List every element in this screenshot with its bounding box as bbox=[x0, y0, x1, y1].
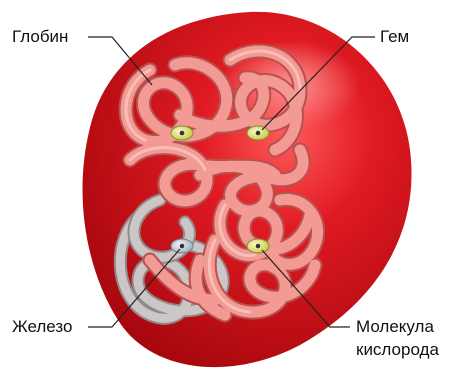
iron-heme-group bbox=[171, 239, 193, 253]
label-oxygen-line1: Молекула bbox=[356, 317, 434, 337]
heme-group-upper-right bbox=[247, 126, 269, 140]
label-heme: Гем bbox=[380, 27, 409, 47]
label-oxygen-line2: кислорода bbox=[356, 340, 439, 360]
heme-group-upper-left bbox=[171, 126, 193, 140]
label-iron: Железо bbox=[12, 317, 72, 337]
heme-group-lower-right bbox=[247, 239, 269, 253]
label-globin: Глобин bbox=[12, 27, 68, 47]
